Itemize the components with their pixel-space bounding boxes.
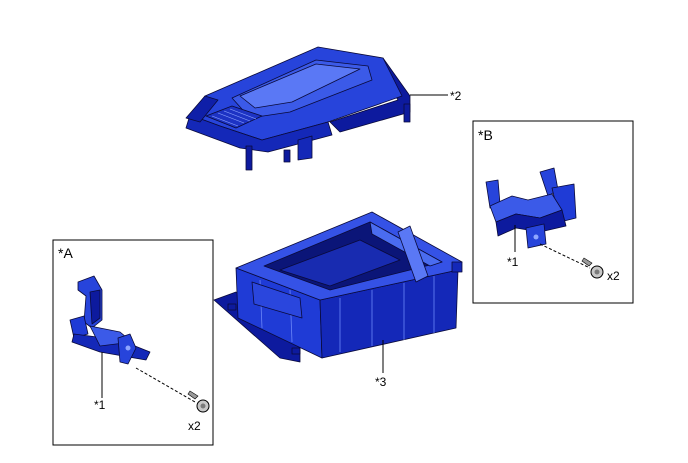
bolt-b-head-inner: [594, 269, 600, 275]
upper-cover-ridge-top: [239, 63, 361, 109]
upper-cover-leg-left: [245, 145, 253, 171]
bolt-b: [581, 257, 604, 279]
upper-cover-part: [185, 46, 411, 171]
inset-a-title: *A: [58, 245, 73, 261]
bracket-a-tab-left: [69, 315, 89, 339]
bolt-b-path: [539, 243, 591, 269]
storage-box-part: [213, 211, 463, 363]
storage-box-boss-2: [291, 347, 301, 355]
inset-b-title: *B: [478, 127, 493, 143]
bolt-a-path: [135, 367, 196, 403]
upper-cover-callout: *2: [450, 89, 462, 103]
upper-cover-front-face: [185, 114, 333, 153]
inset-a-frame: [52, 239, 214, 446]
storage-box-boss-3: [451, 261, 463, 273]
bracket-b-saddle-face: [495, 209, 567, 237]
bolt-a-quantity: x2: [188, 419, 201, 433]
upper-cover-vent-lines: [211, 108, 257, 127]
storage-box-divider: [397, 225, 429, 283]
bracket-b-callout: *1: [507, 255, 519, 269]
upper-cover-leg-mid: [283, 149, 291, 163]
bolt-b-quantity: x2: [607, 269, 620, 283]
bolt-a-shank: [187, 390, 199, 400]
upper-cover-leg-right: [403, 103, 411, 123]
upper-cover-vent-grid: [205, 105, 263, 129]
bracket-a-part: [69, 275, 151, 365]
bolt-a-head-inner: [200, 403, 206, 409]
storage-box-connector: [251, 281, 303, 319]
inset-b: *B *1 x2: [472, 120, 634, 304]
bracket-b-hole: [533, 234, 539, 240]
storage-box-boss-1: [227, 303, 237, 311]
inset-b-frame: [472, 120, 634, 304]
upper-cover-tab: [297, 135, 313, 161]
inset-a: *A *1 x2: [52, 239, 214, 446]
bolt-a: [187, 390, 210, 413]
storage-box-callout: *3: [375, 375, 387, 389]
upper-cover-left-lip: [185, 95, 219, 123]
bracket-a-upright-face: [89, 289, 101, 325]
bracket-a-callout: *1: [94, 398, 106, 412]
bracket-b-part: [485, 167, 577, 249]
bolt-b-shank: [581, 257, 593, 267]
storage-box-inner-floor: [279, 239, 401, 287]
bracket-a-hole: [125, 345, 131, 351]
